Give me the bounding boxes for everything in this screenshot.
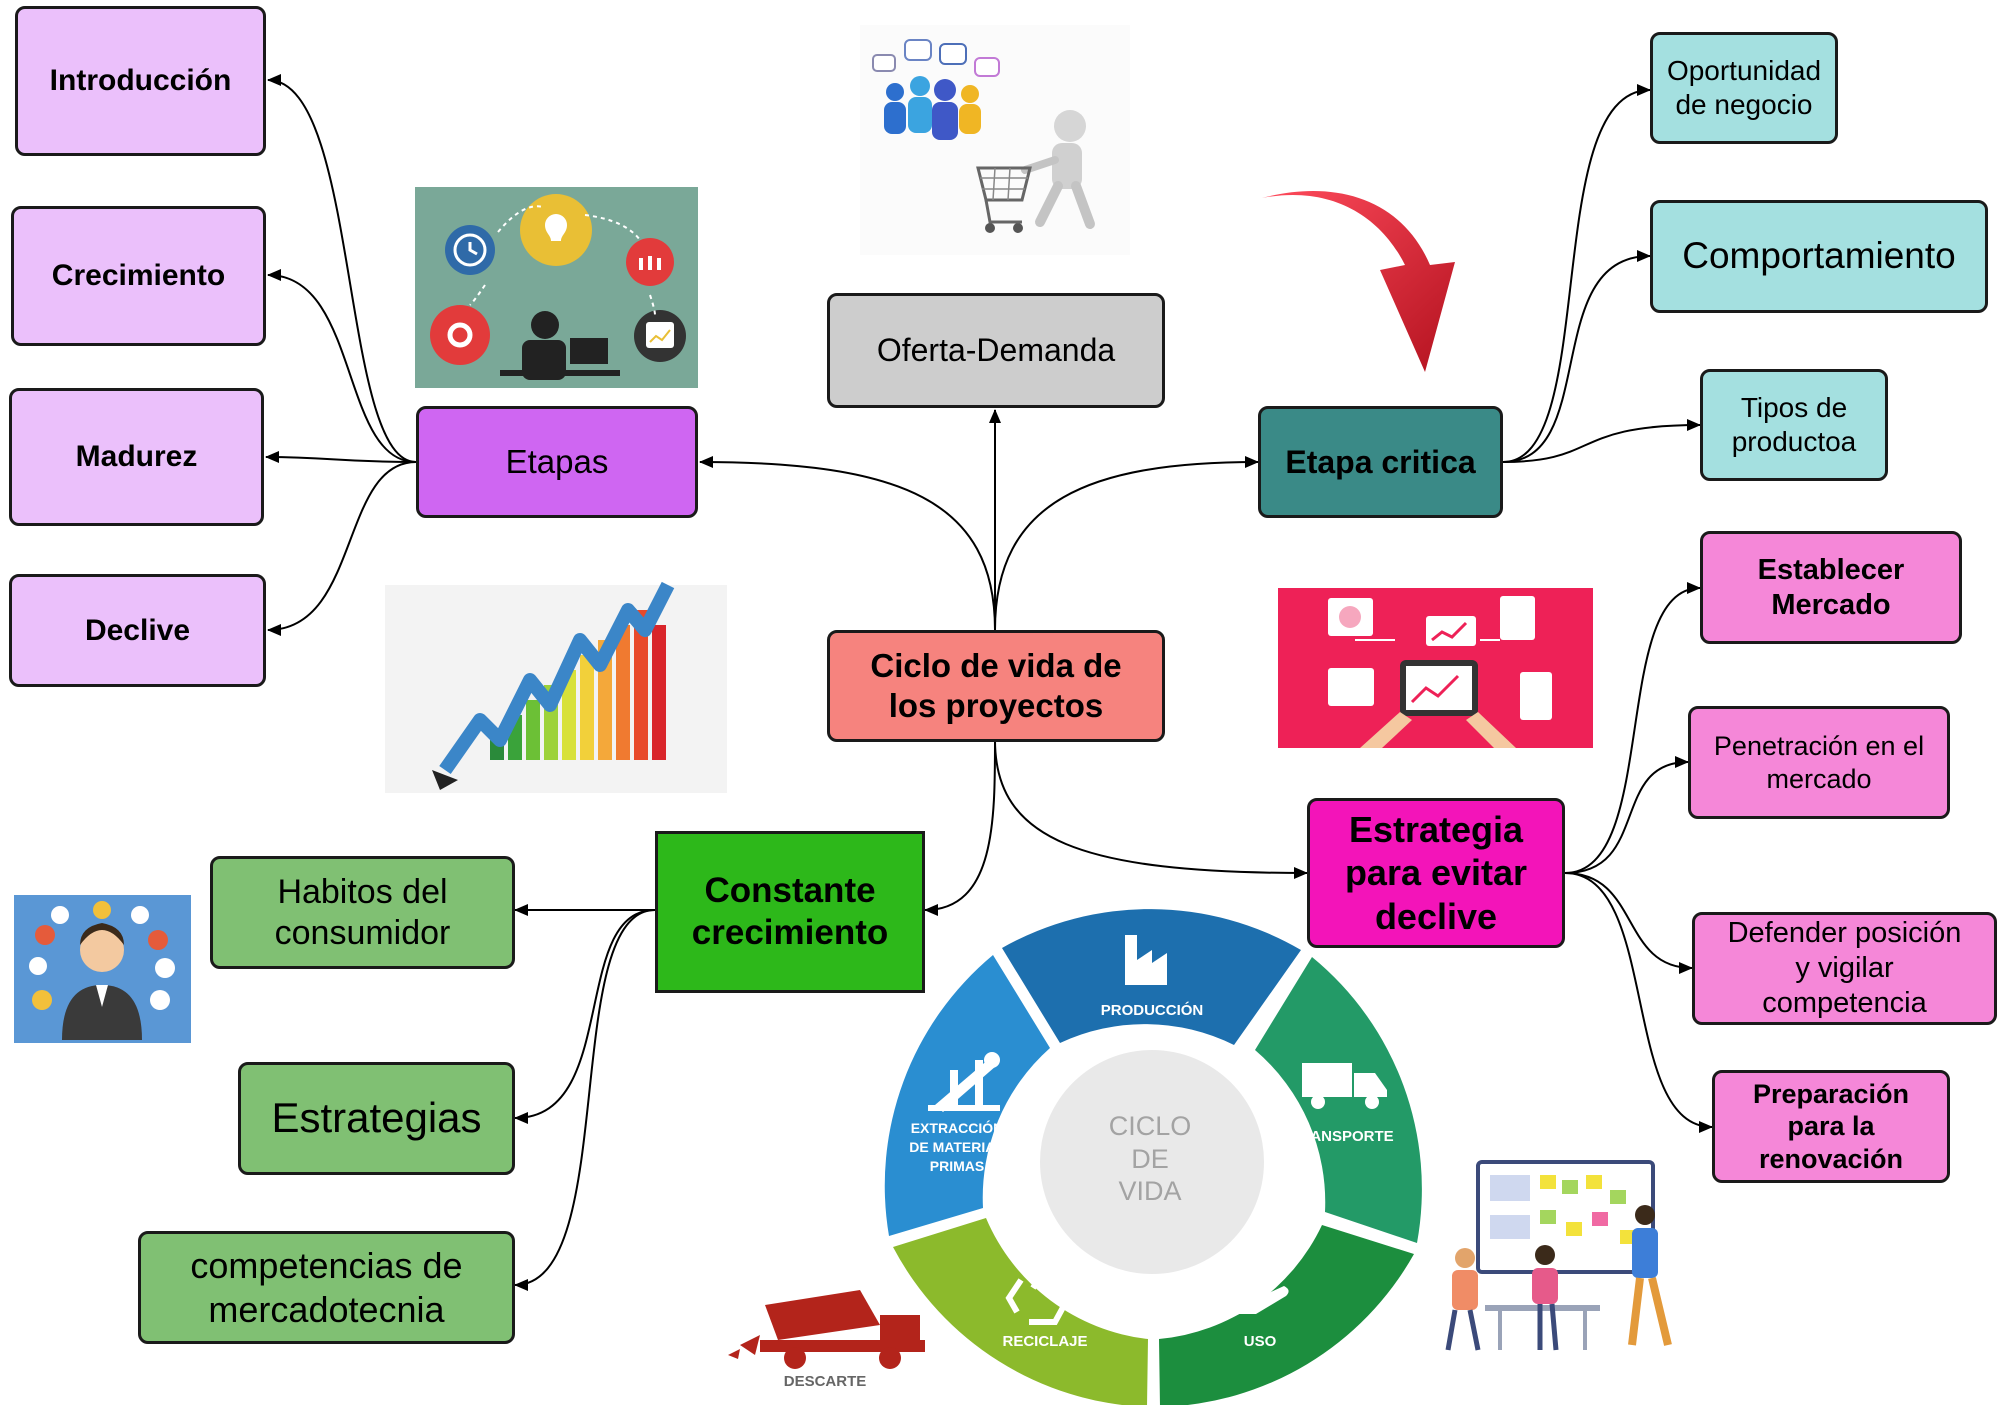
cycle-label-transporte: TRANSPORTE: [1290, 1128, 1393, 1145]
estrategia-preparacion[interactable]: Preparación para la renovación: [1712, 1070, 1950, 1183]
estrategia-penetracion[interactable]: Penetración en el mercado: [1688, 706, 1950, 819]
descarte-label: DESCARTE: [784, 1373, 867, 1390]
connector-center-critica: [994, 456, 1259, 631]
etapa-declive[interactable]: Declive: [9, 574, 266, 687]
branch-estrategia-declive[interactable]: Estrategia para evitar declive: [1307, 798, 1565, 948]
connector-estrategia-preparacion: [1564, 872, 1713, 1133]
cycle-segment-uso: [1159, 1225, 1414, 1405]
tablet-analytics-icon: [1278, 588, 1593, 748]
cycle-segment-transporte: [1255, 957, 1422, 1243]
connector-crecimiento-competencias: [514, 909, 656, 1291]
cycle-label-produccion: PRODUCCIÓN: [1101, 1001, 1204, 1019]
connector-critica-tipos: [1502, 419, 1701, 463]
life-cycle-wheel: CICLO DE VIDA PRODUCCIÓN TRANSPORTE USO …: [884, 909, 1422, 1405]
cycle-label-uso: USO: [1244, 1333, 1277, 1350]
critica-oportunidad[interactable]: Oportunidad de negocio: [1650, 32, 1838, 144]
connector-center-estrategia: [994, 739, 1308, 879]
dump-truck-icon: [728, 1290, 925, 1369]
team-board-icon: [1445, 1160, 1672, 1351]
recycle-icon: [1005, 1260, 1070, 1325]
hand-icon: [1222, 1250, 1289, 1314]
factory-icon: [1125, 935, 1167, 985]
cycle-label-extraccion-3: PRIMAS: [930, 1158, 984, 1174]
red-curved-arrow-icon: [1262, 191, 1455, 372]
crecimiento-competencias[interactable]: competencias de mercadotecnia: [138, 1231, 515, 1344]
cycle-label-extraccion-1: EXTRACCIÓN: [911, 1119, 1004, 1136]
cycle-center-line-2: DE: [1131, 1144, 1169, 1174]
connector-center-etapas: [699, 456, 996, 631]
connector-critica-oportunidad: [1502, 84, 1651, 463]
connectors: [265, 74, 1713, 1291]
connector-critica-comportamiento: [1502, 250, 1651, 463]
etapa-madurez[interactable]: Madurez: [9, 388, 264, 526]
connector-estrategia-defender: [1564, 872, 1693, 974]
branch-etapa-critica[interactable]: Etapa critica: [1258, 406, 1503, 518]
oil-pump-icon: [928, 1052, 1000, 1112]
crecimiento-habitos[interactable]: Habitos del consumidor: [210, 856, 515, 969]
central-topic[interactable]: Ciclo de vida de los proyectos: [827, 630, 1165, 742]
connector-etapas-crecimiento: [267, 269, 417, 463]
truck-icon: [1302, 1063, 1387, 1109]
cycle-segment-reciclaje: [893, 1218, 1148, 1405]
cycle-center-line-1: CICLO: [1109, 1111, 1192, 1141]
process-cycle-icon: [415, 187, 698, 388]
branch-oferta-demanda[interactable]: Oferta-Demanda: [827, 293, 1165, 408]
critica-tipos[interactable]: Tipos de productoa: [1700, 369, 1888, 481]
connector-estrategia-establecer: [1564, 582, 1701, 874]
shopping-cart-icon: [976, 110, 1095, 233]
cycle-segment-extraccion: [884, 955, 1050, 1236]
connector-etapas-introduccion: [267, 74, 417, 463]
branch-constante-crecimiento[interactable]: Constante crecimiento: [655, 831, 925, 993]
growth-chart-icon: [385, 581, 727, 793]
connector-crecimiento-estrategias: [514, 909, 656, 1124]
connector-etapas-declive: [267, 461, 417, 636]
critica-comportamiento[interactable]: Comportamiento: [1650, 200, 1988, 313]
etapa-introduccion[interactable]: Introducción: [15, 6, 266, 156]
estrategia-establecer-mercado[interactable]: Establecer Mercado: [1700, 531, 1962, 644]
consumer-avatar-icon: [14, 895, 191, 1043]
connector-etapas-madurez: [265, 451, 417, 464]
cycle-label-extraccion-2: DE MATERIAS: [909, 1139, 1004, 1155]
branch-etapas[interactable]: Etapas: [416, 406, 698, 518]
cycle-center-line-3: VIDA: [1118, 1176, 1181, 1206]
connector-estrategia-penetracion: [1564, 756, 1689, 874]
cycle-label-reciclaje: RECICLAJE: [1002, 1333, 1087, 1350]
crecimiento-estrategias[interactable]: Estrategias: [238, 1062, 515, 1175]
etapa-crecimiento[interactable]: Crecimiento: [11, 206, 266, 346]
estrategia-defender[interactable]: Defender posición y vigilar competencia: [1692, 912, 1997, 1025]
connector-center-crecimiento: [924, 739, 996, 916]
